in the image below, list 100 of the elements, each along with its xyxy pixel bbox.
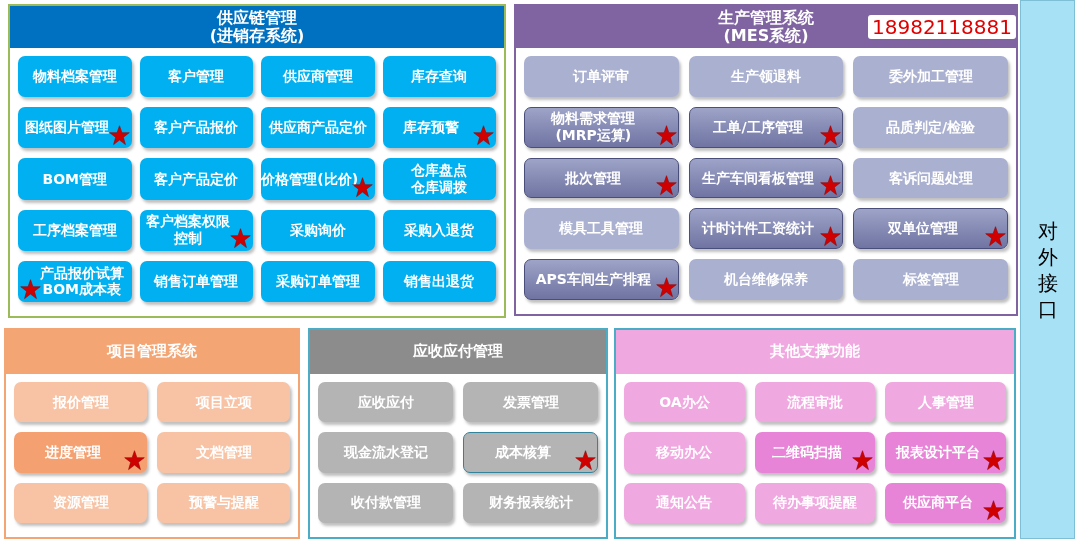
module-label: 标签管理 — [902, 271, 959, 288]
module-box — [18, 260, 132, 302]
module-label: 供应商管理 — [282, 68, 353, 85]
module-label: 库存预警 — [403, 119, 460, 137]
module-box — [261, 158, 375, 200]
module-box — [463, 432, 598, 473]
module-label: 客户产品定价 — [154, 170, 239, 188]
module-label: 项目立项 — [195, 393, 252, 411]
module-box — [318, 382, 453, 423]
module-box — [754, 482, 876, 523]
module-box — [139, 107, 253, 149]
module-label: 委外加工管理 — [888, 68, 973, 85]
module-box — [139, 209, 253, 251]
module-box — [261, 260, 375, 302]
module-label: 资源管理 — [52, 494, 109, 512]
phone-number: 18982118881 — [868, 15, 1016, 39]
module-label: 机台维修保养 — [724, 271, 808, 288]
module-label: 品质判定/检验 — [886, 118, 976, 136]
module-box — [382, 260, 496, 302]
module-box — [318, 432, 453, 473]
module-label: 通知公告 — [656, 494, 713, 512]
module-label: 库存查询 — [411, 68, 468, 85]
module-box — [261, 56, 375, 98]
module-label: 财务报表统计 — [488, 494, 573, 512]
module-box — [688, 259, 844, 300]
module-box — [157, 382, 290, 423]
module-panel — [4, 328, 300, 539]
module-label: 采购订单管理 — [275, 273, 360, 290]
module-label: 物料档案管理 — [32, 68, 117, 85]
module-label: 销售出退货 — [404, 273, 475, 290]
module-label: 采购入退货 — [404, 221, 475, 239]
module-box — [18, 56, 132, 98]
module-label: 供应商产品定价 — [268, 119, 367, 137]
module-box — [14, 482, 147, 523]
module-box — [624, 432, 745, 473]
module-label: 模具工具管理 — [559, 220, 644, 238]
module-box — [18, 158, 132, 200]
module-box — [688, 157, 844, 199]
module-box — [754, 382, 876, 423]
module-label: BOM管理 — [42, 170, 107, 188]
module-box — [853, 259, 1008, 300]
module-box — [382, 56, 496, 98]
module-box — [524, 259, 679, 300]
module-box — [157, 482, 290, 523]
module-label: 收付款管理 — [350, 494, 421, 512]
module-box — [624, 382, 745, 423]
module-box — [885, 382, 1006, 423]
panel-title: 项目管理系统 — [107, 343, 197, 361]
module-label: 报表设计平台 — [895, 444, 980, 461]
module-label: 生产车间看板管理 — [702, 169, 814, 187]
module-box — [853, 157, 1008, 199]
module-label: 应收应付 — [357, 393, 414, 411]
module-box — [688, 208, 844, 250]
module-box — [853, 106, 1008, 148]
module-label: 预警与提醒 — [188, 494, 259, 512]
module-label: 报价管理 — [52, 393, 109, 411]
panel-title: (进销存系统) — [209, 27, 305, 46]
module-box — [18, 107, 132, 149]
module-box — [14, 432, 147, 473]
module-label: 批次管理 — [565, 169, 622, 187]
module-box — [885, 432, 1006, 473]
module-box — [524, 106, 679, 148]
module-label: 价格管理(比价) — [261, 170, 359, 188]
module-label: 人事管理 — [917, 393, 974, 411]
module-panel — [614, 328, 1016, 539]
module-label: 订单评审 — [573, 68, 630, 85]
module-box — [853, 208, 1008, 250]
module-label: 二维码扫描 — [772, 444, 842, 461]
module-box — [885, 482, 1006, 523]
module-label: 采购询价 — [289, 221, 346, 239]
module-label: 发票管理 — [502, 393, 559, 411]
module-box — [382, 209, 496, 251]
module-label: 待办事项提醒 — [773, 494, 857, 512]
module-box — [318, 482, 453, 523]
module-label: APS车间生产排程 — [535, 271, 651, 288]
module-label: 销售订单管理 — [154, 273, 239, 290]
module-box — [688, 106, 844, 148]
module-label: 进度管理 — [44, 444, 101, 461]
panel-title: 应收应付管理 — [413, 343, 503, 361]
module-panel — [308, 328, 608, 539]
module-box — [853, 56, 1008, 97]
module-label: 客诉问题处理 — [888, 169, 973, 187]
module-box — [139, 56, 253, 98]
module-box — [754, 432, 876, 473]
module-box — [157, 432, 290, 473]
module-label: 客户管理 — [168, 68, 225, 85]
module-box — [688, 56, 844, 97]
module-label: 计时计件工资统计 — [702, 220, 814, 238]
module-panel — [8, 4, 506, 318]
module-box — [463, 382, 598, 423]
module-box — [463, 482, 598, 523]
module-box — [382, 158, 496, 200]
module-label: 图纸图片管理 — [24, 119, 109, 137]
module-label: 工单/工序管理 — [713, 118, 803, 136]
module-box — [139, 260, 253, 302]
module-box — [524, 208, 679, 250]
module-box — [261, 209, 375, 251]
module-label: 仓库盘点仓库调拨 — [410, 162, 469, 196]
module-box — [524, 157, 679, 199]
panel-title: 其他支撑功能 — [770, 343, 860, 361]
